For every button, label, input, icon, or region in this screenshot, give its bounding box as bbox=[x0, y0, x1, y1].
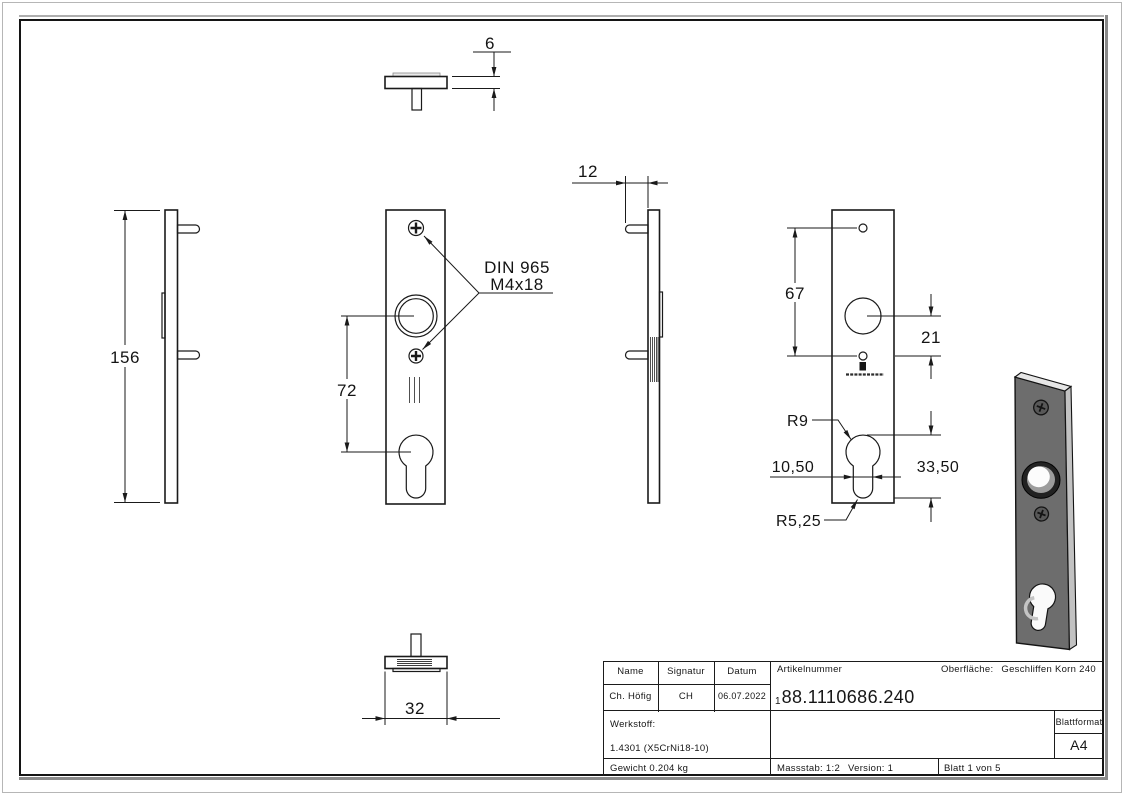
screw-bottom bbox=[408, 348, 424, 364]
dim-pin-depth-label: 12 bbox=[578, 162, 598, 181]
tb-blattformat-label: Blattformat bbox=[1055, 717, 1103, 727]
tb-line bbox=[603, 758, 1104, 760]
dim-hole-spacing-label: 67 bbox=[785, 284, 805, 303]
tb-line bbox=[603, 684, 771, 686]
iso-screw-bottom bbox=[1033, 506, 1050, 522]
dim-center-offset-label: 21 bbox=[921, 328, 941, 347]
tb-line bbox=[603, 710, 1104, 712]
dim-plate-height-label: 156 bbox=[110, 348, 140, 367]
back-view: 67 21 33,50 R9 bbox=[770, 209, 959, 530]
dim-plate-thickness: 6 bbox=[452, 34, 511, 111]
tb-line bbox=[937, 758, 939, 776]
dim-plate-height: 156 bbox=[105, 210, 160, 503]
tb-oberflaeche-label: Oberfläche: bbox=[941, 664, 994, 675]
iso-keyhole bbox=[1023, 583, 1057, 631]
tb-artikelnummer-value: 88.1110686.240 bbox=[781, 687, 915, 707]
tb-line bbox=[1054, 733, 1104, 735]
tb-version-value: Version: 1 bbox=[848, 763, 894, 774]
frame-shadow-right bbox=[1105, 14, 1108, 780]
dim-slot-width-label: 10,50 bbox=[772, 459, 815, 476]
screw-spec-callout: DIN 965 M4x18 bbox=[422, 235, 553, 350]
tb-werkstoff-label: Werkstoff: bbox=[610, 719, 656, 730]
iso-handle-hole bbox=[1021, 461, 1061, 499]
keyhole-back bbox=[845, 434, 881, 499]
screw-hole-bottom bbox=[858, 351, 868, 361]
tb-name-value: Ch. Höfig bbox=[609, 691, 652, 702]
isometric-view bbox=[1013, 371, 1078, 651]
iso-screw-top bbox=[1033, 399, 1049, 416]
screw-top bbox=[407, 219, 425, 237]
radius-r9-label: R9 bbox=[787, 413, 808, 430]
dim-plate-thickness-label: 6 bbox=[485, 34, 495, 53]
dim-hole-centers-label: 72 bbox=[337, 381, 357, 400]
surface-marks bbox=[409, 377, 420, 403]
dim-center-offset: 21 bbox=[867, 294, 941, 379]
drawing-frame bbox=[19, 19, 1104, 776]
dim-keyhole-span-label: 33,50 bbox=[917, 459, 960, 476]
tb-line bbox=[602, 660, 604, 776]
tb-oberflaeche-value: Geschliffen Korn 240 bbox=[1001, 664, 1096, 675]
tb-werkstoff-value: 1.4301 (X5CrNi18-10) bbox=[610, 743, 709, 754]
tb-blattformat-value: A4 bbox=[1070, 737, 1088, 753]
dim-plate-width: 32 bbox=[362, 671, 500, 725]
frame-shadow-bottom bbox=[19, 776, 1108, 780]
left-side-view: 156 bbox=[105, 209, 201, 504]
dim-pin-depth: 12 bbox=[572, 162, 668, 223]
tb-blatt-value: Blatt 1 von 5 bbox=[944, 763, 1001, 774]
tb-datum-label: Datum bbox=[727, 666, 757, 677]
surface-marks bbox=[397, 659, 432, 666]
tb-artikelnummer-prefix: 1 bbox=[775, 696, 781, 707]
screw-spec-line2: M4x18 bbox=[490, 275, 544, 294]
tb-signatur-value: CH bbox=[678, 691, 694, 702]
tb-gewicht-value: Gewicht 0.204 kg bbox=[610, 763, 689, 774]
screw-spec-line1: DIN 965 bbox=[484, 258, 550, 277]
right-side-view: 12 bbox=[572, 162, 668, 504]
screw-hole-top bbox=[858, 223, 868, 233]
tb-artikelnummer: 1 88.1110686.240 bbox=[775, 687, 915, 708]
tb-artikelnummer-label: Artikelnummer bbox=[777, 664, 843, 675]
tb-oberflaeche: Oberfläche: Geschliffen Korn 240 bbox=[941, 664, 1096, 675]
radius-r525-label: R5,25 bbox=[776, 513, 821, 530]
dim-slot-width: 10,50 bbox=[770, 459, 901, 480]
tb-datum-value: 06.07.2022 bbox=[717, 691, 767, 701]
tb-line bbox=[769, 660, 771, 776]
radius-callout-r525: R5,25 bbox=[776, 499, 858, 530]
front-view: 72 DIN 965 M4x18 bbox=[333, 209, 553, 505]
keyhole bbox=[398, 434, 434, 499]
tb-signatur-label: Signatur bbox=[667, 666, 705, 677]
iso-side-face bbox=[1064, 385, 1078, 651]
tb-line bbox=[657, 660, 659, 712]
dim-plate-width-label: 32 bbox=[405, 699, 425, 718]
tb-line bbox=[713, 660, 715, 712]
tb-line bbox=[603, 660, 1104, 662]
dim-keyhole-span: 33,50 bbox=[867, 411, 959, 522]
bottom-view: 32 bbox=[362, 633, 500, 725]
dim-hole-centers: 72 bbox=[333, 315, 414, 453]
surface-marks bbox=[650, 337, 659, 382]
tb-line bbox=[1054, 710, 1056, 759]
radius-callout-r9: R9 bbox=[787, 413, 852, 440]
brand-logo bbox=[846, 362, 884, 376]
tb-massstab-value: Massstab: 1:2 bbox=[777, 763, 841, 774]
dim-hole-spacing: 67 bbox=[782, 227, 857, 357]
tb-name-label: Name bbox=[617, 666, 644, 677]
frame-accent-top bbox=[19, 14, 1104, 17]
top-view: 6 bbox=[384, 34, 511, 111]
